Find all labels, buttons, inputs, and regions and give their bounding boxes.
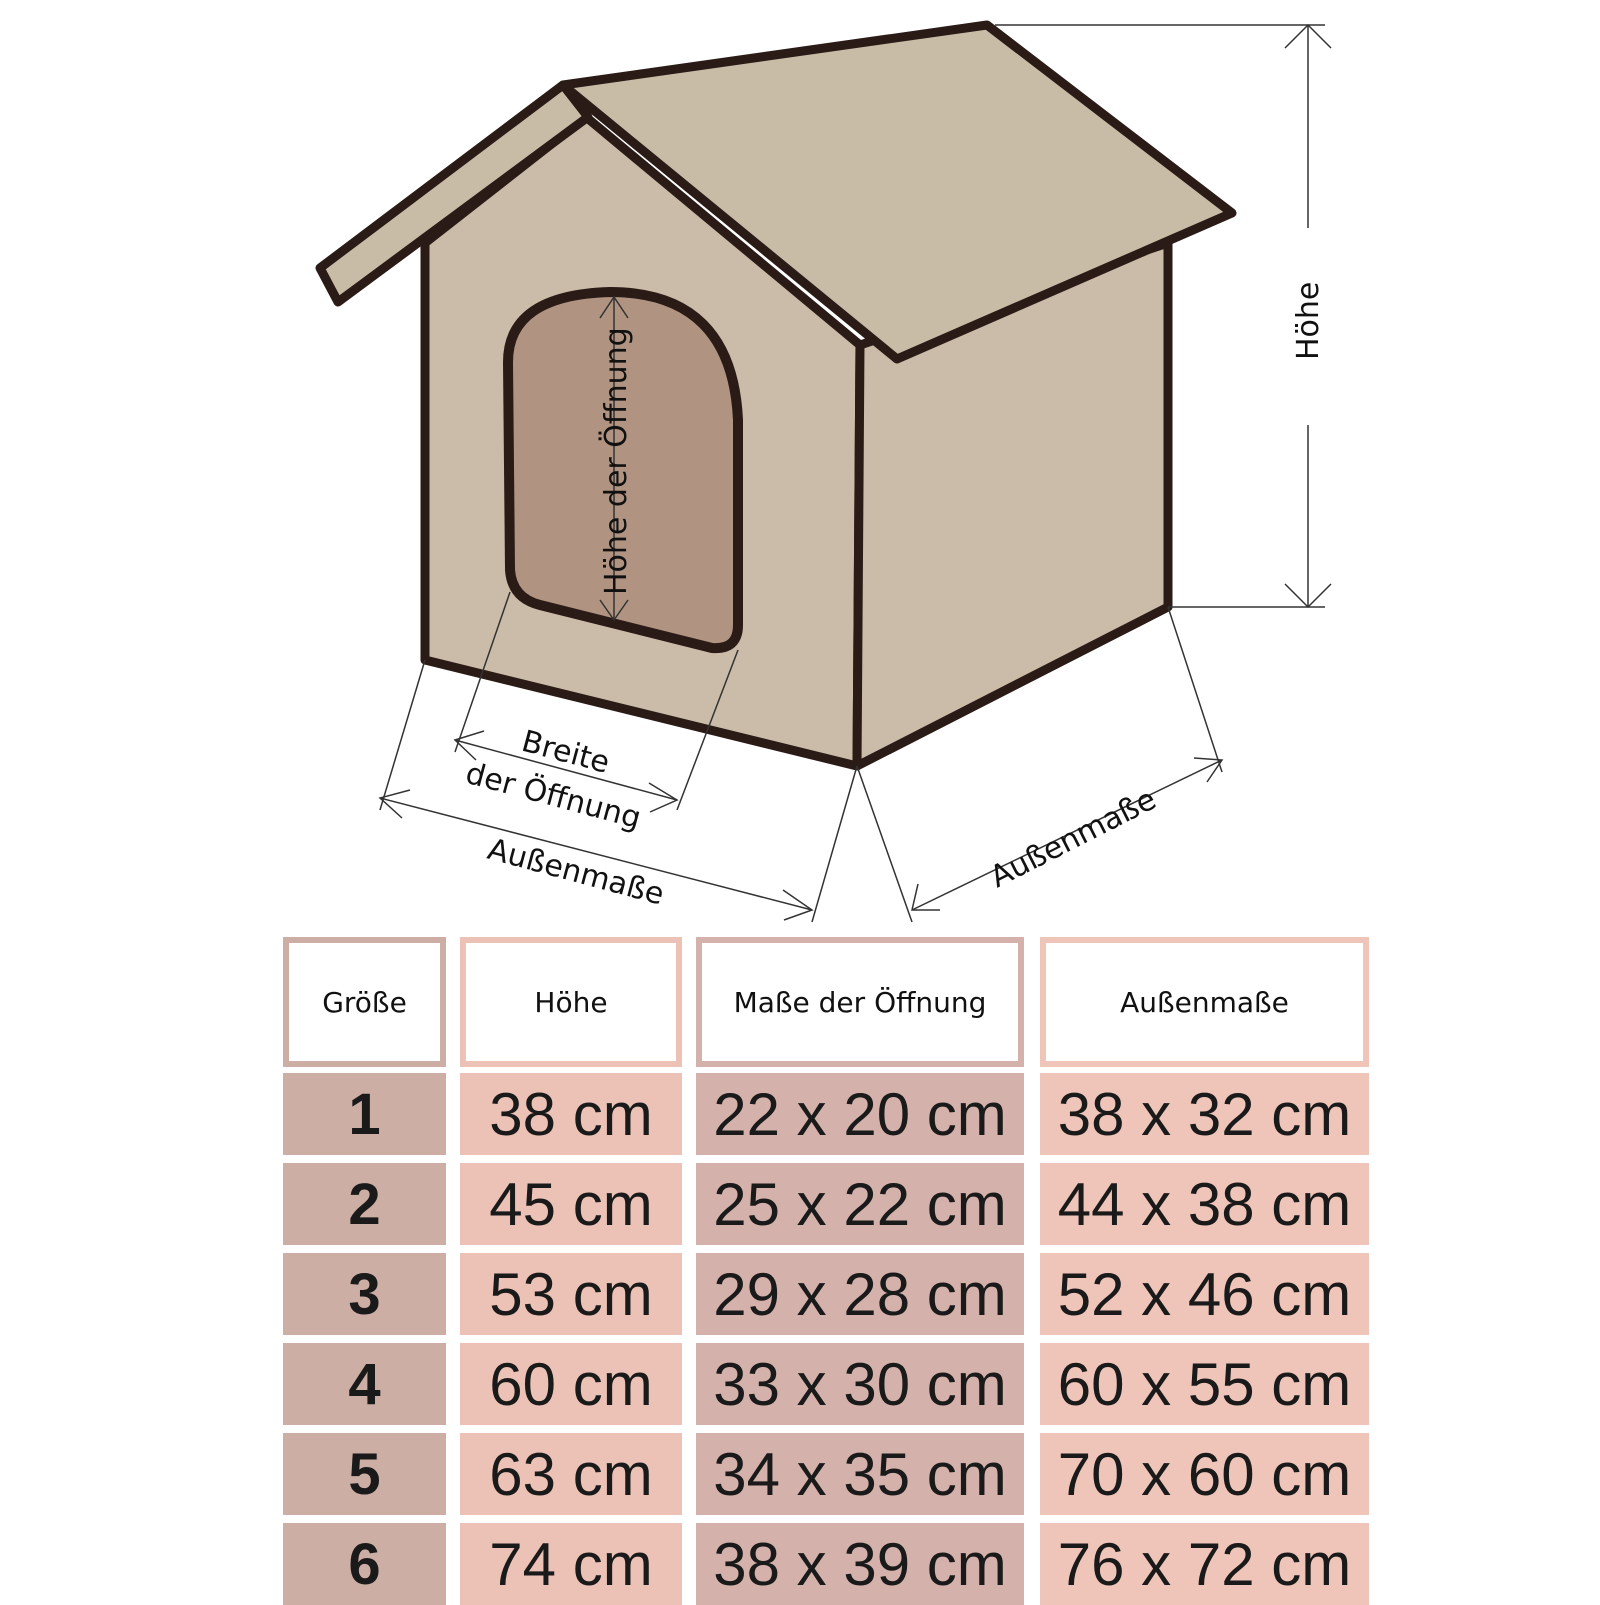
roof-main <box>558 20 1237 364</box>
header-outer: Außenmaße <box>1046 943 1363 1061</box>
cell-outer-row4: 60 x 55 cm <box>1040 1343 1369 1425</box>
cell-height-row4: 60 cm <box>460 1343 682 1425</box>
cell-outer-row6: 76 x 72 cm <box>1040 1523 1369 1605</box>
label-outer-side: Außenmaße <box>985 782 1162 895</box>
cell-height-row3: 53 cm <box>460 1253 682 1335</box>
cell-size-row4: 4 <box>283 1343 446 1425</box>
opening-height-arrow <box>599 295 629 622</box>
cell-height-row5: 63 cm <box>460 1433 682 1515</box>
header-opening: Maße der Öffnung <box>702 943 1018 1061</box>
outer-front-arrow <box>378 659 858 923</box>
doghouse-diagram: Höhe der Öffnung Höhe Breite der Öffnung… <box>315 20 1332 923</box>
label-outer-front: Außenmaße <box>484 832 668 913</box>
roof-left-eave <box>315 80 593 307</box>
cell-outer-row2: 44 x 38 cm <box>1040 1163 1369 1245</box>
cell-outer-row3: 52 x 46 cm <box>1040 1253 1369 1335</box>
cell-height-row2: 45 cm <box>460 1163 682 1245</box>
header-height: Höhe <box>466 943 676 1061</box>
door-opening <box>503 287 743 654</box>
cell-size-row5: 5 <box>283 1433 446 1515</box>
cell-outer-row1: 38 x 32 cm <box>1040 1073 1369 1155</box>
cell-height-row1: 38 cm <box>460 1073 682 1155</box>
cell-outer-row5: 70 x 60 cm <box>1040 1433 1369 1515</box>
cell-size-row2: 2 <box>283 1163 446 1245</box>
cell-opening-row1: 22 x 20 cm <box>696 1073 1024 1155</box>
cell-opening-row4: 33 x 30 cm <box>696 1343 1024 1425</box>
cell-opening-row5: 34 x 35 cm <box>696 1433 1024 1515</box>
cell-height-row6: 74 cm <box>460 1523 682 1605</box>
cell-size-row3: 3 <box>283 1253 446 1335</box>
cell-opening-row3: 29 x 28 cm <box>696 1253 1024 1335</box>
outer-side-arrow <box>856 606 1224 923</box>
cell-size-row1: 1 <box>283 1073 446 1155</box>
total-height-arrow <box>995 23 1332 609</box>
header-size: Größe <box>289 943 440 1061</box>
cell-opening-row6: 38 x 39 cm <box>696 1523 1024 1605</box>
cell-opening-row2: 25 x 22 cm <box>696 1163 1024 1245</box>
label-opening-height: Höhe der Öffnung <box>598 327 634 595</box>
opening-width-arrow <box>453 591 739 813</box>
label-total-height: Höhe <box>1291 282 1326 360</box>
cell-size-row6: 6 <box>283 1523 446 1605</box>
